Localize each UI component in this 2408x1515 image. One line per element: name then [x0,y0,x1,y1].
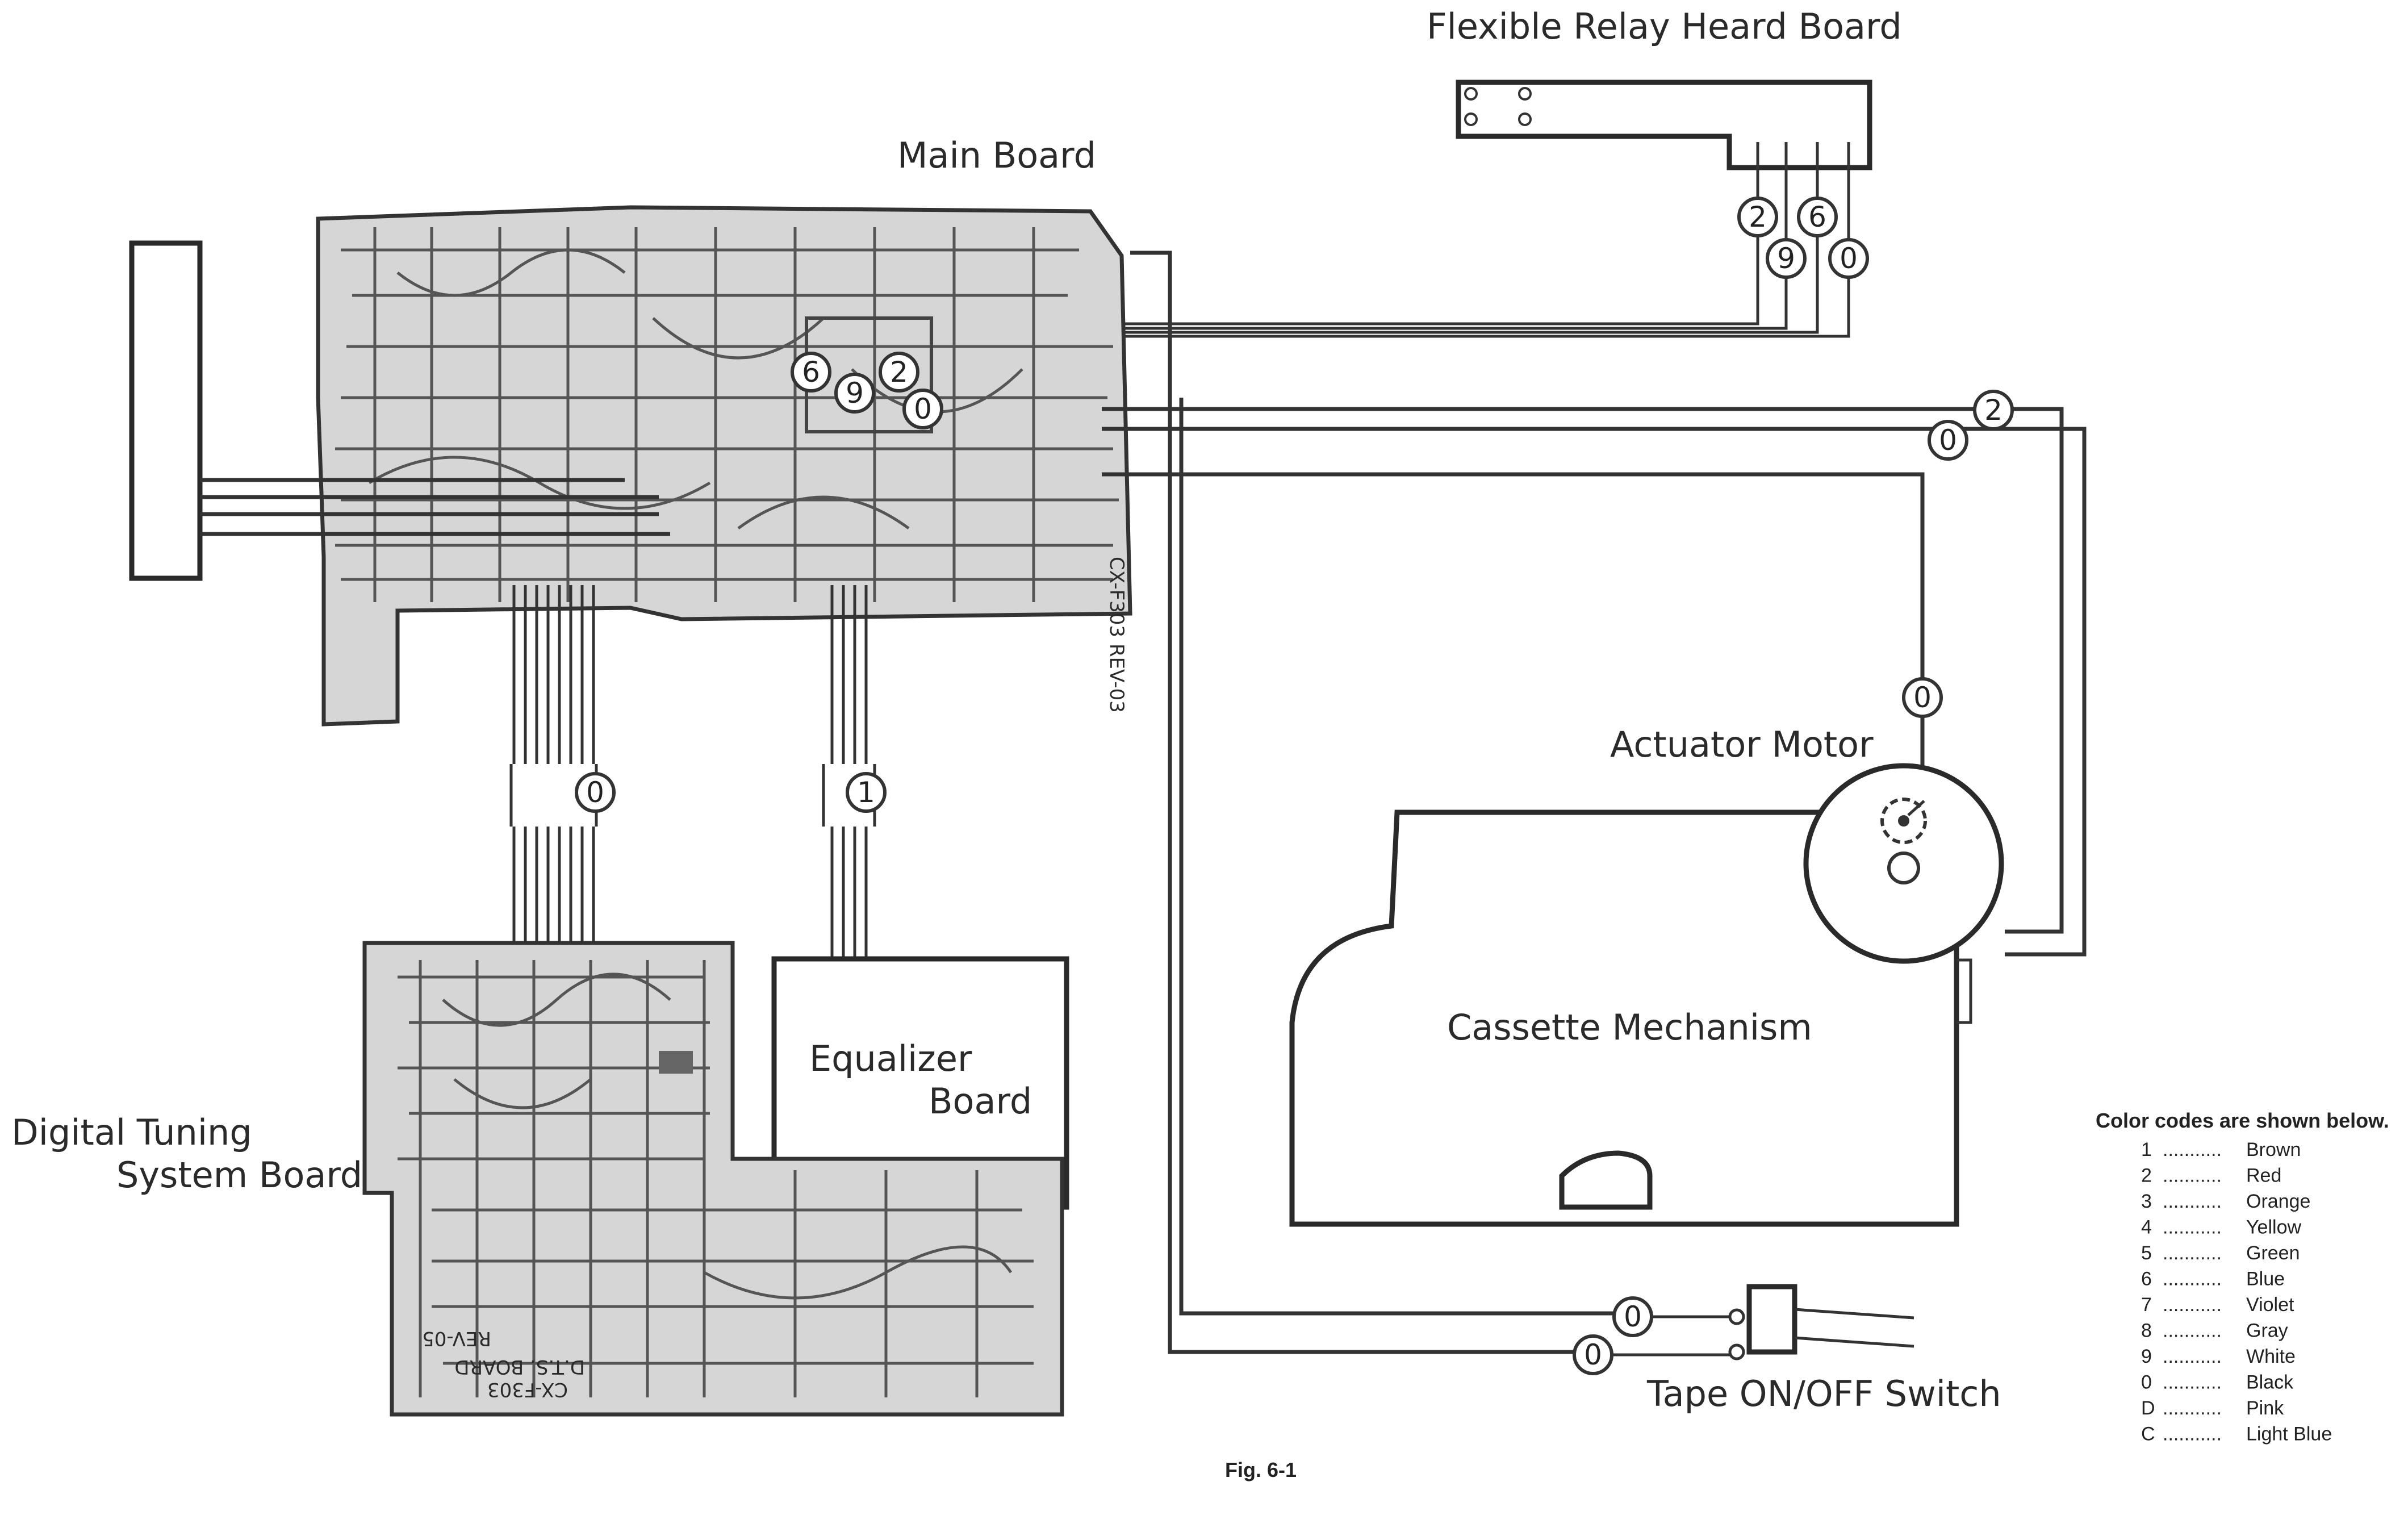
equalizer-flat-cable: 1 [822,585,887,980]
color-code-dots: ........... [2163,1397,2222,1419]
color-code-number: 3 [2141,1191,2152,1212]
wire-code-flex-9: 9 [1777,242,1795,275]
wire-code-main-6: 6 [802,356,820,389]
color-code-number: 0 [2141,1372,2152,1393]
color-code-name: Pink [2246,1397,2284,1419]
color-code-name: Green [2246,1242,2300,1264]
color-code-title: Color codes are shown below. [2096,1109,2389,1132]
switch-wire-outer [1130,251,1613,1354]
color-code-dots: ........... [2163,1320,2222,1342]
main-board-traces [335,227,1119,602]
dts-marking-1: CX-F303 [487,1378,568,1401]
wire-code-flex-2: 2 [1749,201,1767,233]
color-code-number: 9 [2141,1346,2152,1367]
color-code-dots: ........... [2163,1139,2222,1161]
wire-code-main-9: 9 [846,377,864,410]
color-code-dots: ........... [2163,1424,2222,1445]
dts-marking-2: D.T.S. BOARD [454,1355,585,1378]
color-code-name: Blue [2246,1268,2285,1290]
flex-relay-wires [1124,142,1850,338]
figure-caption: Fig. 6-1 [1225,1458,1297,1481]
color-code-dots: ........... [2163,1294,2222,1316]
dts-marking-3: REV-05 [422,1327,491,1350]
wire-code-motor-2: 2 [1984,394,2003,427]
wire-code-dts-cable: 0 [586,776,604,809]
color-code-number: C [2141,1424,2155,1445]
wire-code-motor-0: 0 [1939,424,1957,457]
left-connector-wires [200,478,670,536]
switch-wire-codes: 0 0 [1573,1296,1653,1375]
motor-wire-red [1102,407,2064,934]
cassette-mechanism-label: Cassette Mechanism [1447,1007,1812,1048]
main-board: CX-F303 REV-03 Main Board [316,135,1132,727]
color-code-dots: ........... [2163,1165,2222,1187]
flex-wire-codes: 2 6 9 0 [1737,197,1869,279]
color-code-dots: ........... [2163,1191,2222,1212]
color-code-number: 7 [2141,1294,2152,1316]
color-code-name: Black [2246,1372,2294,1393]
color-code-name: Red [2246,1165,2281,1187]
color-code-name: Gray [2246,1320,2288,1342]
motor-wire-codes: 2 0 0 [1902,390,2014,718]
motor-wire-black [1102,427,2087,957]
color-code-name: White [2246,1346,2296,1367]
tape-switch: Tape ON∕OFF Switch [1613,1284,2001,1414]
color-code-dots: ........... [2163,1268,2222,1290]
wire-code-motor-down-0: 0 [1913,681,1932,714]
flexible-relay-board: Flexible Relay Heard Board [1427,6,1902,170]
cassette-mechanism: Cassette Mechanism [1289,809,1972,1227]
color-code-name: Orange [2246,1191,2310,1212]
dts-board: REV-05 D.T.S. BOARD CX-F303 [362,941,1064,1417]
wire-code-eq-cable: 1 [857,776,875,809]
color-code-dots: ........... [2163,1372,2222,1393]
equalizer-board-label-1: Equalizer [809,1038,972,1079]
color-code-number: D [2141,1397,2155,1419]
color-code-dots: ........... [2163,1346,2222,1367]
switch-wire-inner [1179,398,1624,1316]
color-code-rows: 1........... Brown 2........... Red 3.......… [2141,1139,2332,1445]
color-code-name: Violet [2246,1294,2294,1316]
tape-switch-label: Tape ON∕OFF Switch [1646,1373,2001,1414]
wire-code-switch-0b: 0 [1584,1338,1602,1371]
equalizer-board-label-2: Board [929,1080,1032,1122]
color-code-name: Brown [2246,1139,2301,1161]
color-code-number: 4 [2141,1217,2152,1238]
wire-code-main-2: 2 [890,356,908,389]
dts-board-label-1: Digital Tuning [11,1112,252,1153]
color-code-dots: ........... [2163,1242,2222,1264]
color-code-number: 8 [2141,1320,2152,1342]
wire-code-main-0: 0 [914,393,932,425]
main-board-label: Main Board [897,135,1096,176]
color-code-number: 1 [2141,1139,2152,1161]
dts-board-label-2: System Board [116,1154,362,1196]
color-code-name: Light Blue [2246,1424,2332,1445]
color-code-number: 5 [2141,1242,2152,1264]
wire-code-switch-0a: 0 [1624,1300,1642,1333]
color-code-dots: ........... [2163,1217,2222,1238]
wire-code-flex-0: 0 [1840,242,1858,275]
actuator-motor: Actuator Motor [1610,724,2004,964]
flexible-relay-board-label: Flexible Relay Heard Board [1427,6,1902,47]
wire-code-flex-6: 6 [1808,201,1826,233]
actuator-motor-label: Actuator Motor [1610,724,1874,765]
color-code-table: Color codes are shown below. 1..........… [2096,1109,2389,1445]
color-code-number: 6 [2141,1268,2152,1290]
main-board-marking: CX-F303 REV-03 [1105,557,1128,713]
left-connector [129,240,203,581]
dts-flat-cable: 0 [509,585,616,966]
color-code-name: Yellow [2246,1217,2301,1238]
color-code-number: 2 [2141,1165,2152,1187]
main-board-wire-codes: 6 9 2 0 [791,352,943,429]
